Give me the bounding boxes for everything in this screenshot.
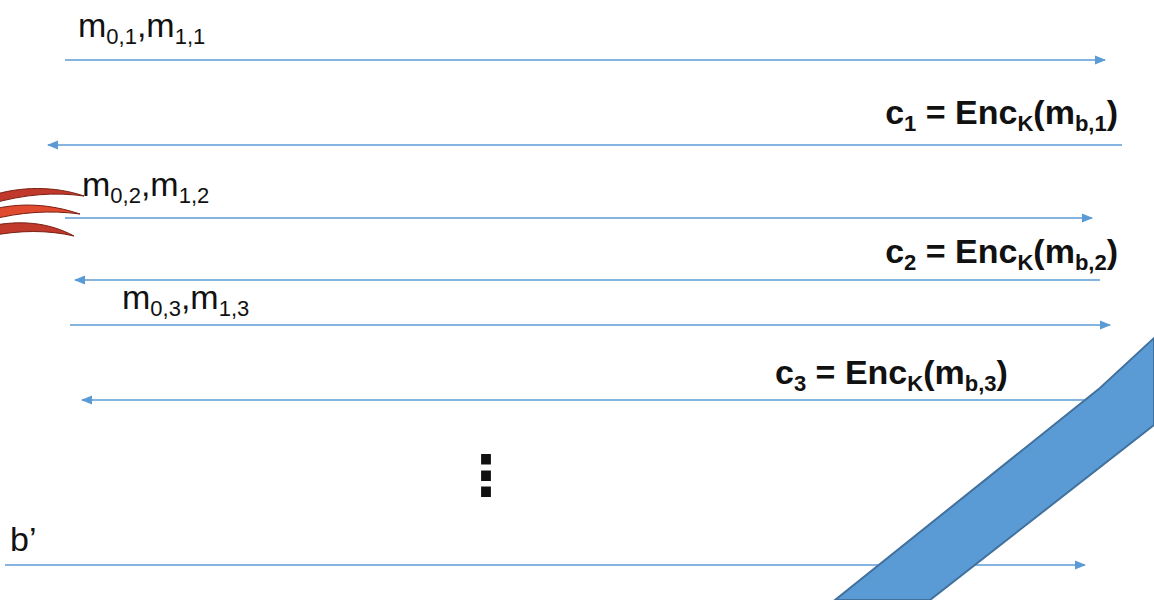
message-label: ⋮ xyxy=(458,448,514,504)
label-text: m xyxy=(122,278,150,316)
message-label: c3 = EncK(mb,3) xyxy=(775,355,1008,395)
subscript-text: 0,3 xyxy=(150,296,181,321)
subscript-text: K xyxy=(1017,111,1033,136)
subscript-text: 1 xyxy=(904,111,916,136)
label-text: ,m xyxy=(141,165,179,203)
message-label: m0,1,m1,1 xyxy=(78,8,205,48)
subscript-text: 0,1 xyxy=(106,24,137,49)
message-label: c2 = EncK(mb,2) xyxy=(885,234,1118,274)
subscript-text: K xyxy=(907,371,923,396)
message-arrow xyxy=(65,217,1092,219)
label-text: (m xyxy=(1033,93,1075,131)
subscript-text: 1,3 xyxy=(219,296,250,321)
label-text: (m xyxy=(923,353,965,391)
label-text: = Enc xyxy=(916,232,1017,270)
message-label: m0,2,m1,2 xyxy=(82,167,209,207)
label-text: ,m xyxy=(137,6,175,44)
message-label: c1 = EncK(mb,1) xyxy=(885,95,1118,135)
label-text: c xyxy=(885,93,904,131)
message-label: m0,3,m1,3 xyxy=(122,280,249,320)
message-arrow xyxy=(75,279,1100,281)
subscript-text: b,3 xyxy=(965,371,997,396)
subscript-text: 1,1 xyxy=(175,24,206,49)
label-text: ) xyxy=(1107,93,1118,131)
flame-icon xyxy=(0,189,84,237)
message-arrow xyxy=(65,59,1105,61)
message-label: b’ xyxy=(10,522,36,556)
subscript-text: b,1 xyxy=(1075,111,1107,136)
subscript-text: 2 xyxy=(904,250,916,275)
label-text: ) xyxy=(997,353,1008,391)
label-text: ⋮ xyxy=(458,444,514,507)
subscript-text: K xyxy=(1017,250,1033,275)
message-arrow xyxy=(48,144,1122,146)
message-arrow xyxy=(82,399,1150,401)
subscript-text: 3 xyxy=(794,371,806,396)
label-text: ) xyxy=(1107,232,1118,270)
label-text: (m xyxy=(1033,232,1075,270)
message-arrow xyxy=(70,324,1110,326)
label-text: c xyxy=(885,232,904,270)
label-text: c xyxy=(775,353,794,391)
label-text: b’ xyxy=(10,520,36,558)
label-text: m xyxy=(82,165,110,203)
label-text: = Enc xyxy=(916,93,1017,131)
subscript-text: b,2 xyxy=(1075,250,1107,275)
subscript-text: 0,2 xyxy=(110,183,141,208)
subscript-text: 1,2 xyxy=(179,183,210,208)
label-text: ,m xyxy=(181,278,219,316)
label-text: = Enc xyxy=(806,353,907,391)
label-text: m xyxy=(78,6,106,44)
